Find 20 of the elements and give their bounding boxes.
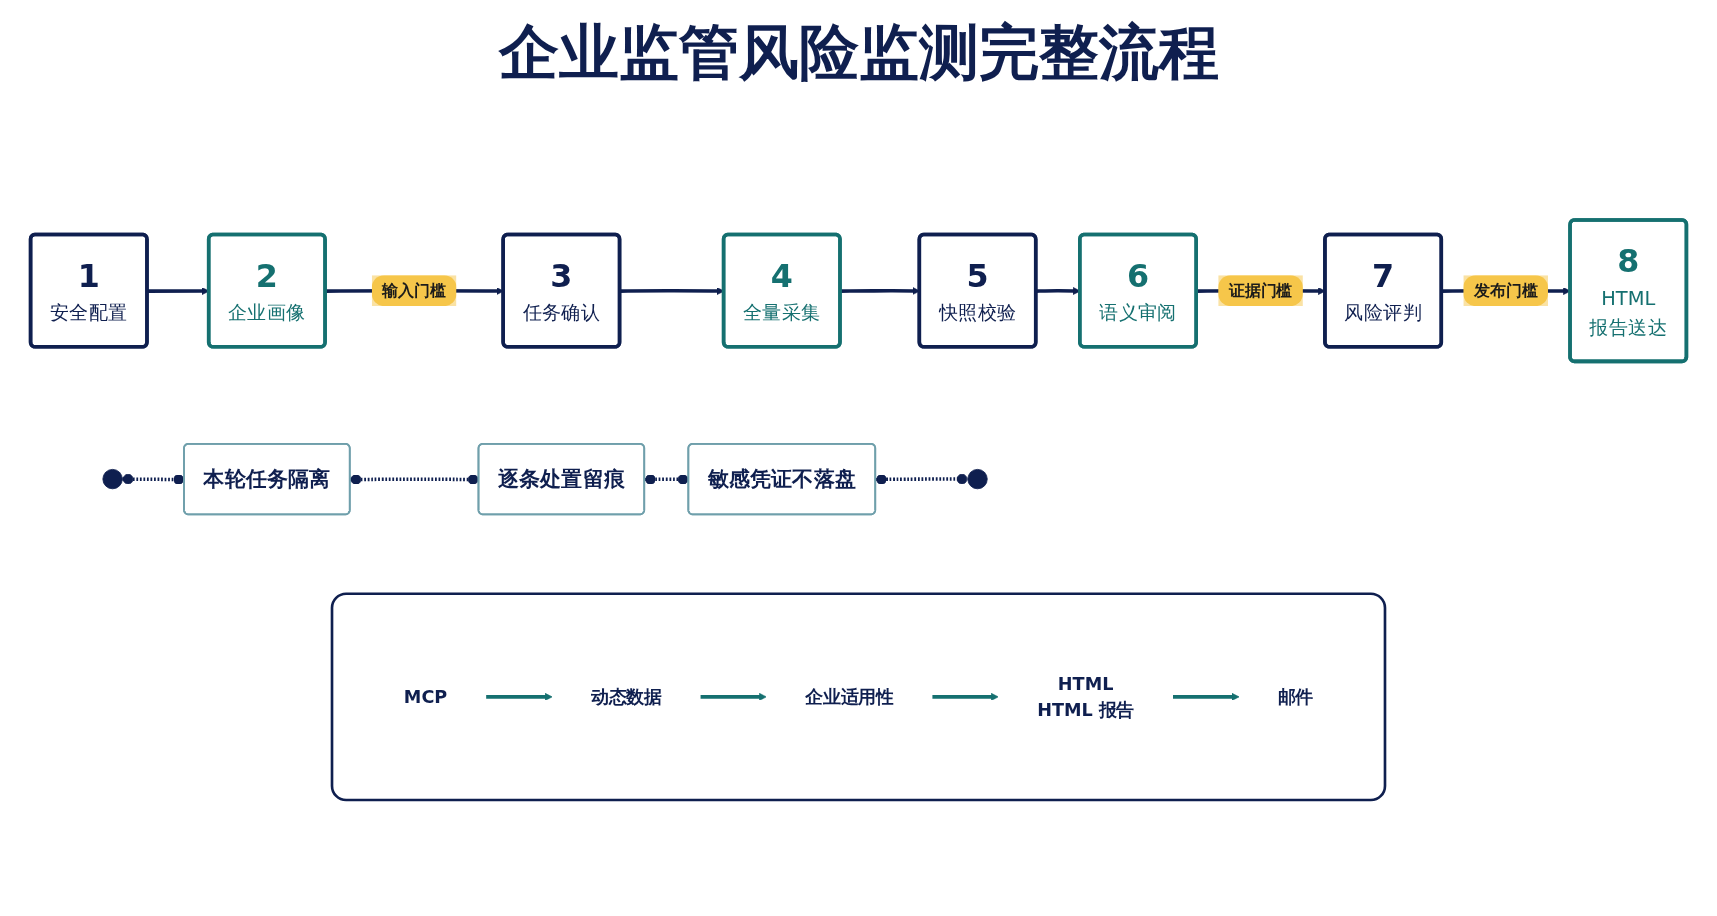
arrow [1172, 693, 1240, 701]
node-text: HTML HTML 报告 [1037, 673, 1135, 721]
connector [875, 473, 968, 485]
arrow [486, 693, 553, 701]
node-circle [967, 468, 988, 490]
node-circle [102, 468, 123, 490]
edge-label: 发布门槛 [1473, 281, 1538, 300]
cluster [330, 592, 1387, 802]
arrow [932, 693, 999, 701]
connector [644, 474, 689, 485]
node-text: MCP [403, 686, 448, 708]
edge-label: 证据门槛 [1228, 281, 1293, 300]
connector [350, 474, 479, 485]
edge-label: 输入门槛 [382, 281, 446, 300]
connector [122, 473, 185, 485]
arrow [700, 693, 767, 701]
node-text: 邮件 [1277, 686, 1314, 708]
node-text: 动态数据 [591, 686, 662, 708]
node-text: 企业适用性 [805, 686, 894, 708]
title: 企业监管风险监测完整流程 [497, 18, 1220, 87]
